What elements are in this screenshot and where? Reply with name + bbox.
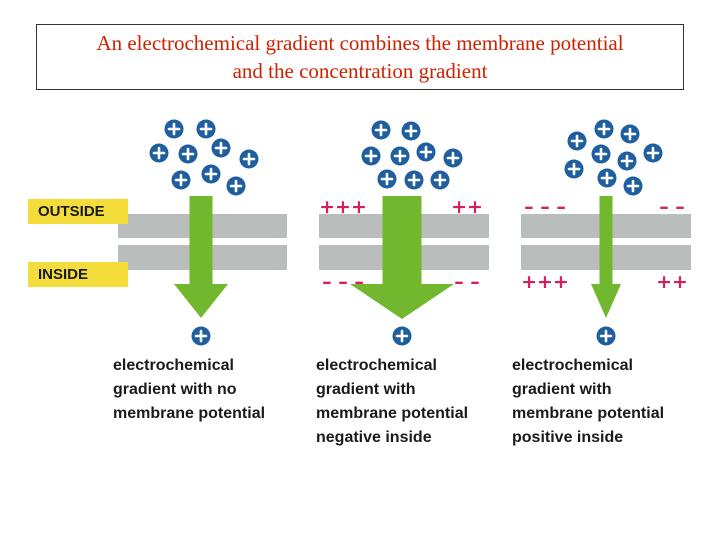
plus-sign-icon <box>597 122 611 136</box>
caption-line: electrochemical <box>113 357 234 374</box>
caption-line: gradient with no <box>113 381 237 398</box>
membrane-charge-label: – – <box>454 271 480 293</box>
gradient-arrow-icon <box>174 196 228 318</box>
title-line-1: An electrochemical gradient combines the… <box>96 31 624 55</box>
caption-line: membrane potential <box>512 405 665 422</box>
gradient-arrow-icon <box>350 196 454 319</box>
plus-sign-icon <box>600 171 614 185</box>
membrane-charge-label: – – – <box>322 271 364 293</box>
plus-sign-icon <box>623 127 637 141</box>
membrane-charge-label: – – <box>659 196 685 218</box>
caption-panel-1: electrochemical gradient with no membran… <box>113 354 303 426</box>
gradient-arrow-icon <box>591 196 621 318</box>
caption-line: membrane potential <box>113 405 266 422</box>
plus-sign-icon <box>599 329 613 343</box>
caption-line: electrochemical <box>316 357 437 374</box>
plus-sign-icon <box>242 152 256 166</box>
plus-sign-icon <box>393 149 407 163</box>
plus-sign-icon <box>174 173 188 187</box>
plus-sign-icon <box>646 146 660 160</box>
membrane-charge-label: – – – <box>524 196 566 218</box>
plus-sign-icon <box>419 145 433 159</box>
title-box: An electrochemical gradient combines the… <box>36 24 684 90</box>
plus-sign-icon <box>181 147 195 161</box>
plus-sign-icon <box>570 134 584 148</box>
plus-sign-icon <box>626 179 640 193</box>
plus-sign-icon <box>433 173 447 187</box>
plus-sign-icon <box>594 147 608 161</box>
inside-label-text: INSIDE <box>38 266 89 283</box>
plus-sign-icon <box>395 329 409 343</box>
plus-sign-icon <box>407 173 421 187</box>
caption-panel-2: electrochemical gradient with membrane p… <box>316 354 506 450</box>
plus-sign-icon <box>620 154 634 168</box>
plus-sign-icon <box>152 146 166 160</box>
plus-sign-icon <box>229 179 243 193</box>
caption-line: gradient with <box>512 381 612 398</box>
plus-sign-icon <box>380 172 394 186</box>
inside-label: INSIDE <box>28 262 128 287</box>
caption-panel-3: electrochemical gradient with membrane p… <box>512 354 702 450</box>
plus-sign-icon <box>204 167 218 181</box>
plus-sign-icon <box>167 122 181 136</box>
plus-sign-icon <box>374 123 388 137</box>
plus-sign-icon <box>404 124 418 138</box>
membrane-charge-label: +++ <box>319 196 367 218</box>
title-line-2: and the concentration gradient <box>232 59 488 83</box>
caption-line: electrochemical <box>512 357 633 374</box>
caption-line: membrane potential <box>316 405 469 422</box>
plus-sign-icon <box>446 151 460 165</box>
caption-line: positive inside <box>512 429 624 446</box>
membrane-charge-label: +++ <box>521 271 569 293</box>
plus-sign-icon <box>214 141 228 155</box>
plus-sign-icon <box>364 149 378 163</box>
outside-label-text: OUTSIDE <box>38 203 105 220</box>
plus-sign-icon <box>567 162 581 176</box>
caption-line: gradient with <box>316 381 416 398</box>
membrane-charge-label: ++ <box>656 271 688 293</box>
outside-label: OUTSIDE <box>28 199 128 224</box>
plus-sign-icon <box>199 122 213 136</box>
plus-sign-icon <box>194 329 208 343</box>
membrane-charge-label: ++ <box>451 196 483 218</box>
caption-line: negative inside <box>316 429 432 446</box>
